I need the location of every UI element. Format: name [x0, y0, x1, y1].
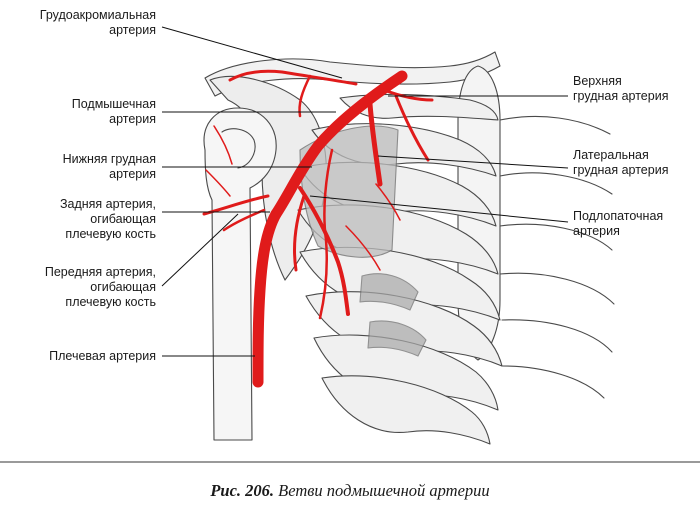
- rib-right-5: [502, 320, 612, 352]
- rib-right-6: [502, 366, 604, 398]
- caption-divider: [0, 461, 700, 463]
- rib-right-1: [500, 116, 610, 134]
- label-superior-thoracic-artery: Верхняя грудная артерия: [573, 74, 668, 104]
- figure-title: Ветви подмышечной артерии: [278, 481, 490, 500]
- label-anterior-circumflex-humeral-artery: Передняя артерия, огибающая плечевую кос…: [45, 265, 156, 310]
- label-posterior-circumflex-humeral-artery: Задняя артерия, огибающая плечевую кость: [60, 197, 156, 242]
- figure-caption: Рис. 206. Ветви подмышечной артерии: [0, 481, 700, 501]
- label-thoracoacromial-artery: Грудоакромиальная артерия: [40, 8, 156, 38]
- figure-number: Рис. 206.: [210, 481, 274, 500]
- label-brachial-artery: Плечевая артерия: [49, 349, 156, 364]
- label-lateral-thoracic-artery: Латеральная грудная артерия: [573, 148, 668, 178]
- label-inferior-thoracic-artery: Нижняя грудная артерия: [63, 152, 156, 182]
- label-subscapular-artery: Подлопаточная артерия: [573, 209, 663, 239]
- rib-right-4: [500, 273, 614, 304]
- label-axillary-artery: Подмышечная артерия: [72, 97, 156, 127]
